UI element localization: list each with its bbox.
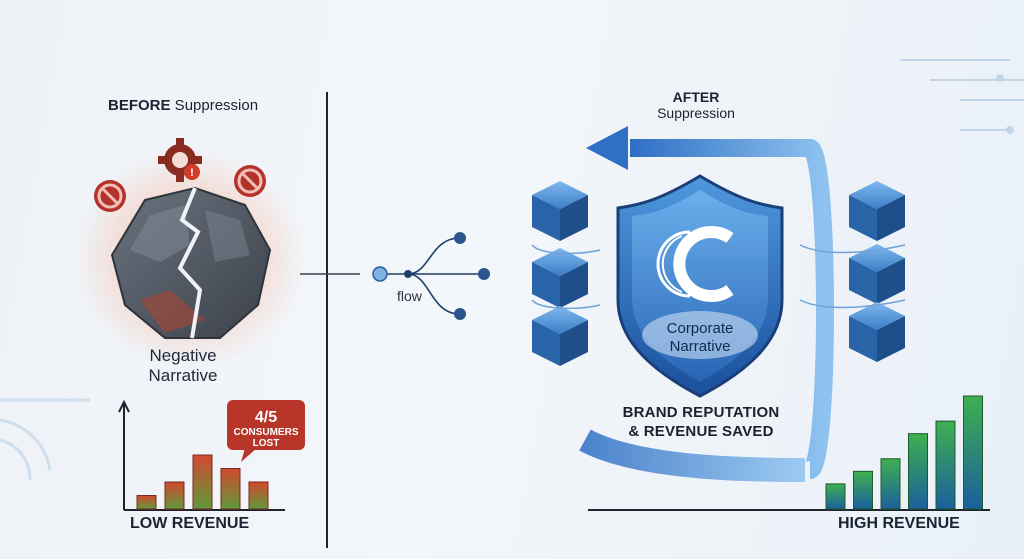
negative-narrative-line2: Narrative [148, 366, 218, 385]
low-revenue-chart-axes [118, 399, 285, 511]
consumers-lost-badge [227, 400, 305, 462]
low-revenue-label: LOW REVENUE [130, 515, 250, 532]
low-revenue-bar-3 [192, 454, 213, 510]
before-title-strong: BEFORE [108, 97, 171, 114]
brand-saved-label: BRAND REPUTATION & REVENUE SAVED [606, 403, 796, 441]
consumers-lost-line2: LOST [252, 438, 280, 449]
prohibited-icon-right [234, 165, 266, 197]
shield-icon [616, 174, 784, 398]
high-revenue-bar-5 [935, 420, 956, 510]
low-revenue-bar-5 [248, 481, 269, 510]
consumers-lost-line1: CONSUMERS [233, 427, 299, 438]
cube-stack-left [531, 181, 601, 366]
gear-alert-icon: ! [158, 138, 202, 182]
corporate-narrative-line1: Corporate [666, 320, 734, 337]
brand-saved-line2: & REVENUE SAVED [628, 423, 774, 440]
high-revenue-bars [825, 395, 983, 510]
return-arrow [579, 126, 834, 482]
high-revenue-bar-4 [908, 433, 928, 510]
after-title-strong: AFTER [672, 89, 720, 105]
before-title-rest: Suppression [170, 97, 259, 114]
low-revenue-bar-4 [220, 468, 241, 510]
negative-narrative-line1: Negative [149, 346, 217, 365]
arc-decoration [0, 398, 90, 481]
svg-text:!: ! [190, 167, 194, 179]
flow-label: flow [397, 288, 422, 304]
negative-narrative-label: Negative Narrative [128, 346, 238, 386]
after-title-rest: Suppression [657, 105, 735, 121]
circuit-decoration [900, 59, 1024, 134]
high-revenue-bar-1 [825, 483, 846, 510]
high-revenue-bar-6 [963, 395, 983, 510]
consumers-lost-text: 4/5 CONSUMERS LOST [227, 400, 305, 458]
broken-rock-icon [110, 186, 272, 339]
flow-network [380, 237, 484, 315]
low-revenue-bar-1 [136, 495, 157, 510]
company-logo-icon [656, 226, 734, 302]
prohibited-icon-left [94, 180, 126, 212]
before-title: BEFORE Suppression [108, 97, 258, 114]
high-revenue-label: HIGH REVENUE [838, 515, 960, 532]
high-revenue-bar-3 [880, 458, 901, 510]
low-revenue-bars [136, 454, 269, 510]
flow-nodes [372, 232, 490, 320]
cube-stack-right [799, 181, 906, 362]
low-revenue-bar-2 [164, 481, 185, 510]
consumers-lost-count: 4/5 [254, 409, 278, 426]
brand-saved-line1: BRAND REPUTATION [622, 404, 780, 421]
corporate-narrative-label: Corporate Narrative [650, 320, 750, 356]
high-revenue-bar-2 [853, 470, 873, 510]
corporate-narrative-line2: Narrative [669, 338, 731, 355]
after-title: AFTER Suppression [646, 89, 746, 121]
